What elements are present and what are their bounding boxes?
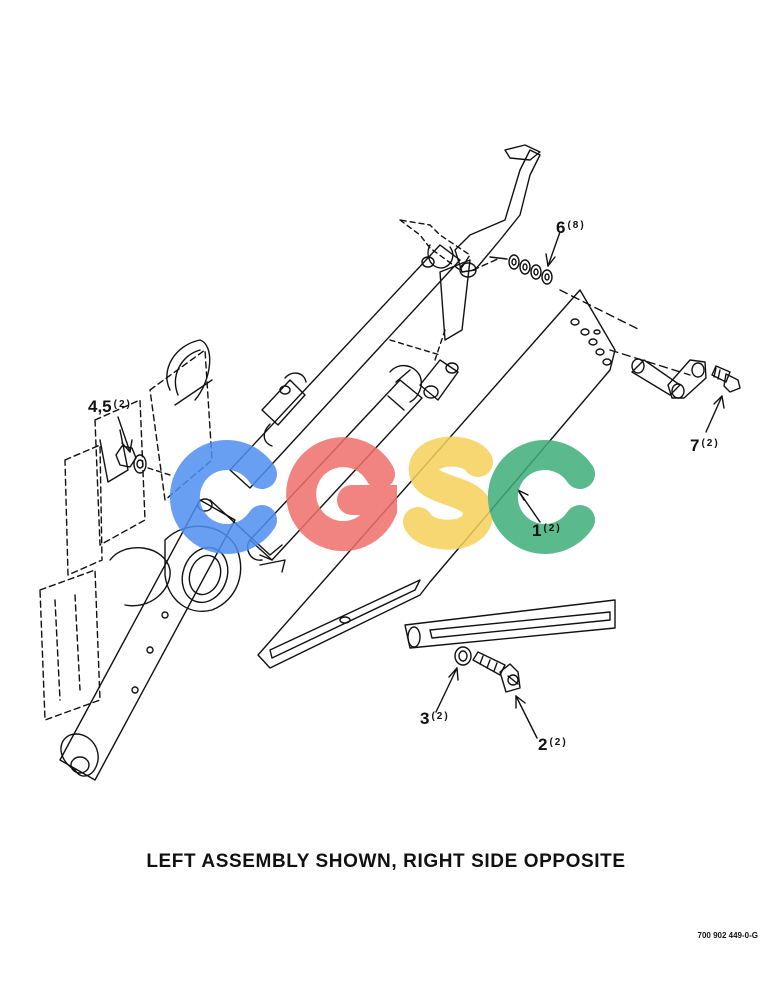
callout-number: 7 [690,436,700,455]
callout-part-7: 7(2) [690,437,720,454]
callout-qty: (2) [549,737,568,748]
part-1-plate [257,289,616,669]
callout-number: 3 [420,709,430,728]
slotted-bar [404,599,616,649]
callout-number: 4,5 [88,397,112,416]
callout-qty: (2) [113,399,132,410]
callout-part-3: 3(2) [420,710,450,727]
upper-arm [229,219,471,489]
callout-number: 6 [556,218,566,237]
part-6-washers [472,254,553,285]
part-3-washer [454,646,472,666]
pivot-link [389,144,541,401]
part-2-bolt [472,651,521,693]
spacer-tube [559,289,691,396]
machine-frame [39,339,213,721]
callout-number: 1 [532,521,542,540]
part-7-bolt [667,359,741,399]
callout-qty: (2) [543,523,562,534]
callout-part-4-5: 4,5(2) [88,398,132,415]
callout-part-6: 6(8) [556,219,586,236]
callout-qty: (2) [701,438,720,449]
callout-part-1: 1(2) [532,522,562,539]
leader-lines [117,231,725,739]
callout-part-2: 2(2) [538,736,568,753]
diagram-caption: LEFT ASSEMBLY SHOWN, RIGHT SIDE OPPOSITE [146,851,626,872]
part-4-5-nut-washer [115,445,171,476]
callout-qty: (2) [431,711,450,722]
callout-qty: (8) [567,220,586,231]
callout-number: 2 [538,735,548,754]
drawing-number: 700 902 449-0-G [697,931,759,940]
